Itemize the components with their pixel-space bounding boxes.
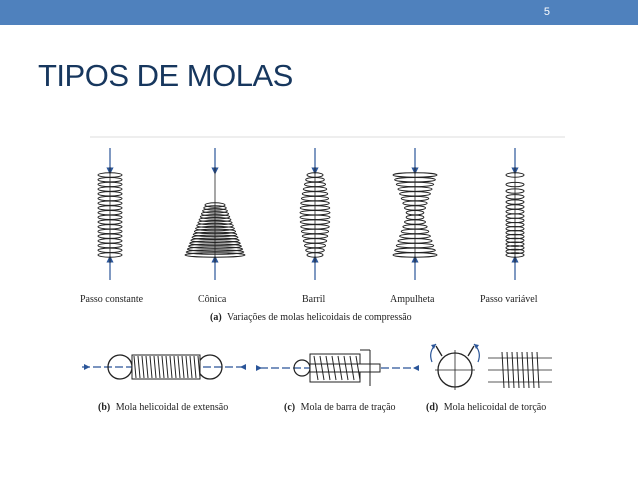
- slide-number: 5: [543, 6, 550, 18]
- caption-b-tag: (b): [98, 402, 110, 413]
- label-ampulheta: Ampulheta: [390, 294, 435, 305]
- caption-c: (c) Mola de barra de tração: [284, 402, 396, 413]
- caption-a-text: Variações de molas helicoidais de compre…: [227, 312, 412, 323]
- slide-title: TIPOS DE MOLAS: [38, 58, 293, 93]
- label-barril: Barril: [302, 294, 326, 305]
- caption-a-tag: (a): [210, 312, 222, 323]
- caption-d: (d) Mola helicoidal de torção: [426, 402, 546, 413]
- compression-springs: [97, 148, 525, 280]
- caption-d-tag: (d): [426, 402, 438, 413]
- caption-b-text: Mola helicoidal de extensão: [116, 402, 228, 413]
- extension-spring: [82, 354, 246, 380]
- label-passo-constante: Passo constante: [80, 294, 144, 305]
- label-passo-variavel: Passo variável: [480, 294, 538, 305]
- caption-b: (b) Mola helicoidal de extensão: [98, 402, 228, 413]
- caption-a: (a) Variações de molas helicoidais de co…: [210, 312, 412, 323]
- caption-d-text: Mola helicoidal de torção: [444, 402, 546, 413]
- springs-figure: Passo constante Cônica Barril Ampulheta …: [80, 136, 565, 413]
- caption-c-tag: (c): [284, 402, 295, 413]
- header-bar: 5: [0, 0, 638, 25]
- drawbar-spring: [256, 349, 419, 386]
- label-conica: Cônica: [198, 294, 227, 305]
- caption-c-text: Mola de barra de tração: [301, 402, 396, 413]
- torsion-spring: [430, 343, 552, 390]
